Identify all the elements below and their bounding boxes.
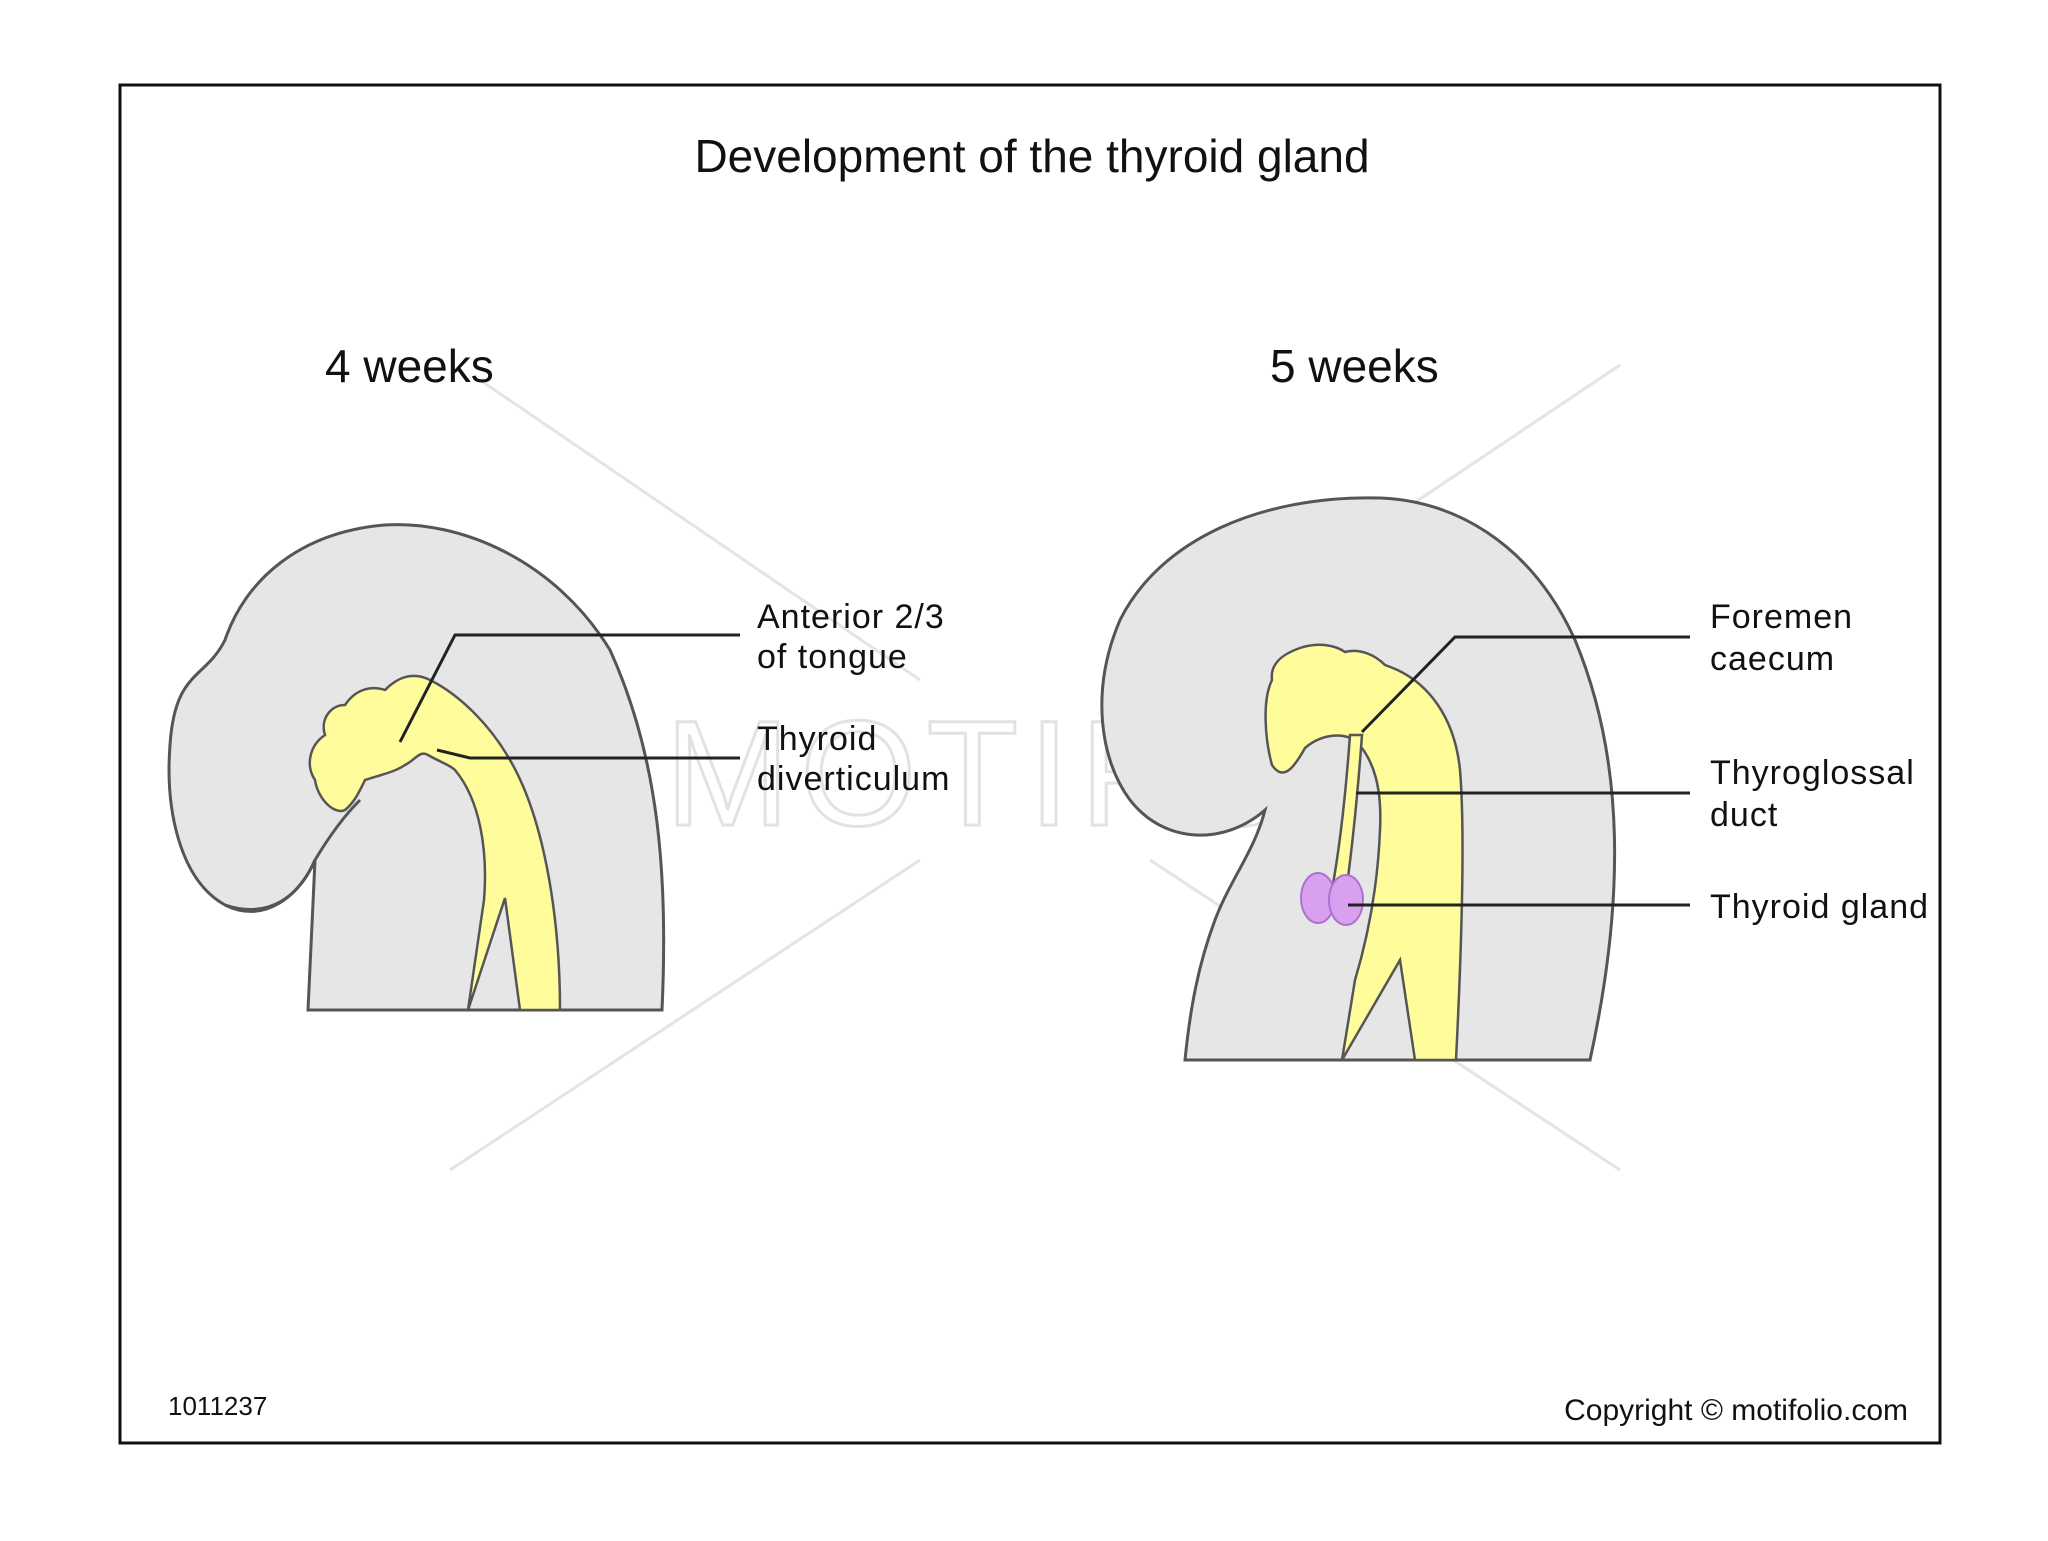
copyright-notice: Copyright © motifolio.com [1564,1394,1908,1427]
endoderm-5-weeks [1264,643,1464,1062]
panel-5-weeks: 5 weeks Foremen caecum Thyroglossal duct… [1100,340,1929,1062]
leader-line [398,633,740,743]
thyroid-lobe-right [1328,874,1364,926]
label-thyroid-diverticulum-line1: Thyroid [757,720,877,758]
label-thyroglossal-duct-line1: Thyroglossal [1710,754,1915,792]
label-anterior-tongue-line1: Anterior 2/3 [757,598,945,636]
watermark-line [479,378,921,682]
label-thyroid-diverticulum-line2: diverticulum [757,760,950,798]
panel-4-weeks: 4 weeks Anterior 2/3 of tongue Thyroid d… [167,340,950,1012]
leader-line [436,748,740,760]
label-foramen-caecum-line1: Foremen [1710,598,1853,636]
thyroid-gland [1300,872,1364,926]
diagram-title: Development of the thyroid gland [694,130,1369,182]
figure-id: 1011237 [168,1391,267,1421]
label-thyroglossal-duct-line2: duct [1710,796,1778,834]
stage-label-5-weeks: 5 weeks [1270,340,1439,392]
label-anterior-tongue-line2: of tongue [757,638,908,676]
label-thyroid-gland: Thyroid gland [1710,888,1929,926]
watermark-line [449,858,921,1172]
pharyngeal-cleft-4-weeks [224,798,362,911]
label-foramen-caecum-line2: caecum [1710,640,1835,678]
stage-label-4-weeks: 4 weeks [325,340,494,392]
leader-line [1360,635,1690,734]
